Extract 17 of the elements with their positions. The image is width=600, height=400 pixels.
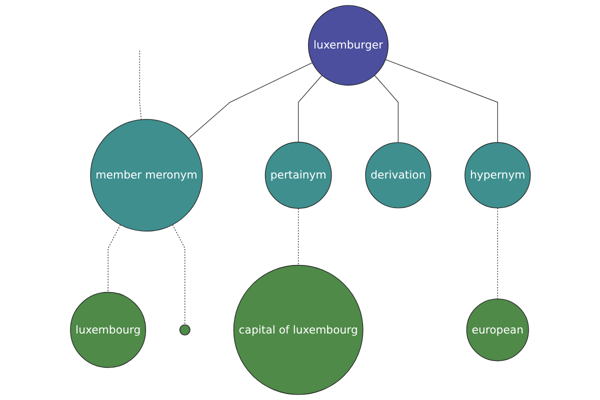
connector [138, 50, 142, 120]
node-circle: capital of luxembourg [232, 264, 363, 395]
node-circle: member meronym [90, 118, 202, 232]
connector [188, 62, 312, 139]
connector [374, 75, 398, 143]
connector [384, 59, 498, 143]
connector [496, 208, 498, 300]
node-circle: pertainym [264, 142, 332, 209]
node-circle: european [466, 298, 529, 362]
node-circle: luxemburger [308, 5, 388, 86]
node-circle [179, 324, 190, 336]
node-circle: derivation [364, 142, 431, 208]
node-circle: luxembourg [70, 292, 146, 368]
connector [172, 224, 185, 326]
connector [107, 224, 120, 293]
connector [298, 75, 322, 142]
node-circle: hypernym [464, 142, 530, 208]
